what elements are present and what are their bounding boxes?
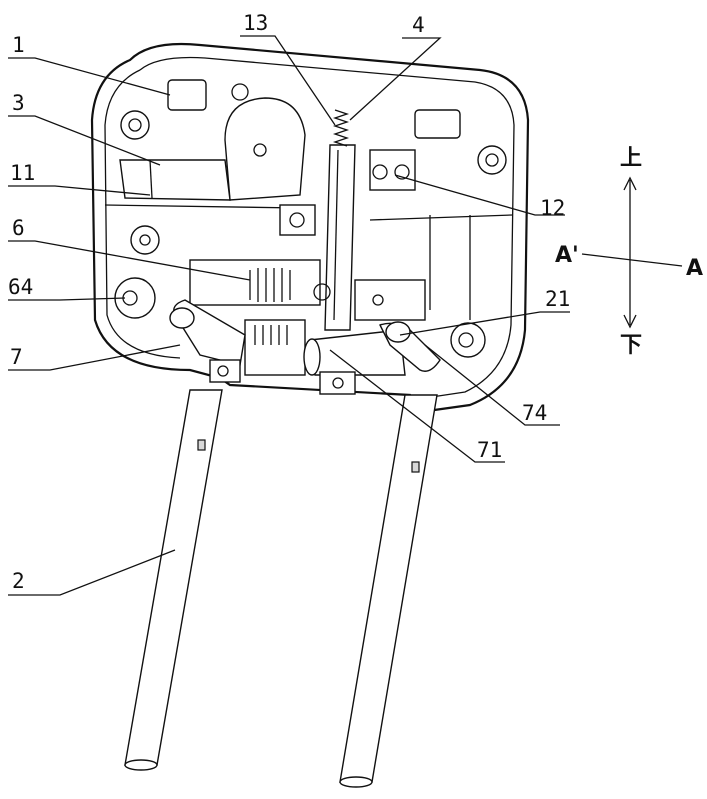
- label-3: 3: [12, 91, 25, 115]
- label-71: 71: [477, 438, 502, 462]
- label-12: 12: [540, 196, 565, 220]
- label-74: 74: [522, 401, 547, 425]
- label-2: 2: [12, 569, 25, 593]
- label-up: 上: [620, 146, 642, 171]
- rods-2: [124, 389, 438, 788]
- label-7: 7: [10, 345, 23, 369]
- label-21: 21: [545, 287, 570, 311]
- motor-assembly: [119, 97, 316, 236]
- leader-lines: [8, 35, 570, 596]
- label-11: 11: [10, 161, 35, 185]
- screw-bosses: [114, 79, 507, 358]
- label-a-prime: A': [555, 243, 579, 268]
- label-6: 6: [12, 216, 25, 240]
- pipe-71: [169, 299, 441, 395]
- label-64: 64: [8, 275, 33, 299]
- label-1: 1: [12, 33, 25, 57]
- gear-assembly: [189, 259, 331, 376]
- housing: [90, 42, 530, 414]
- label-down: 下: [620, 333, 642, 358]
- direction-indicator: 上 下 A' A: [555, 146, 703, 358]
- label-a: A: [686, 256, 703, 281]
- label-4: 4: [412, 13, 425, 37]
- slider-spring: [324, 109, 426, 331]
- label-13: 13: [243, 11, 268, 35]
